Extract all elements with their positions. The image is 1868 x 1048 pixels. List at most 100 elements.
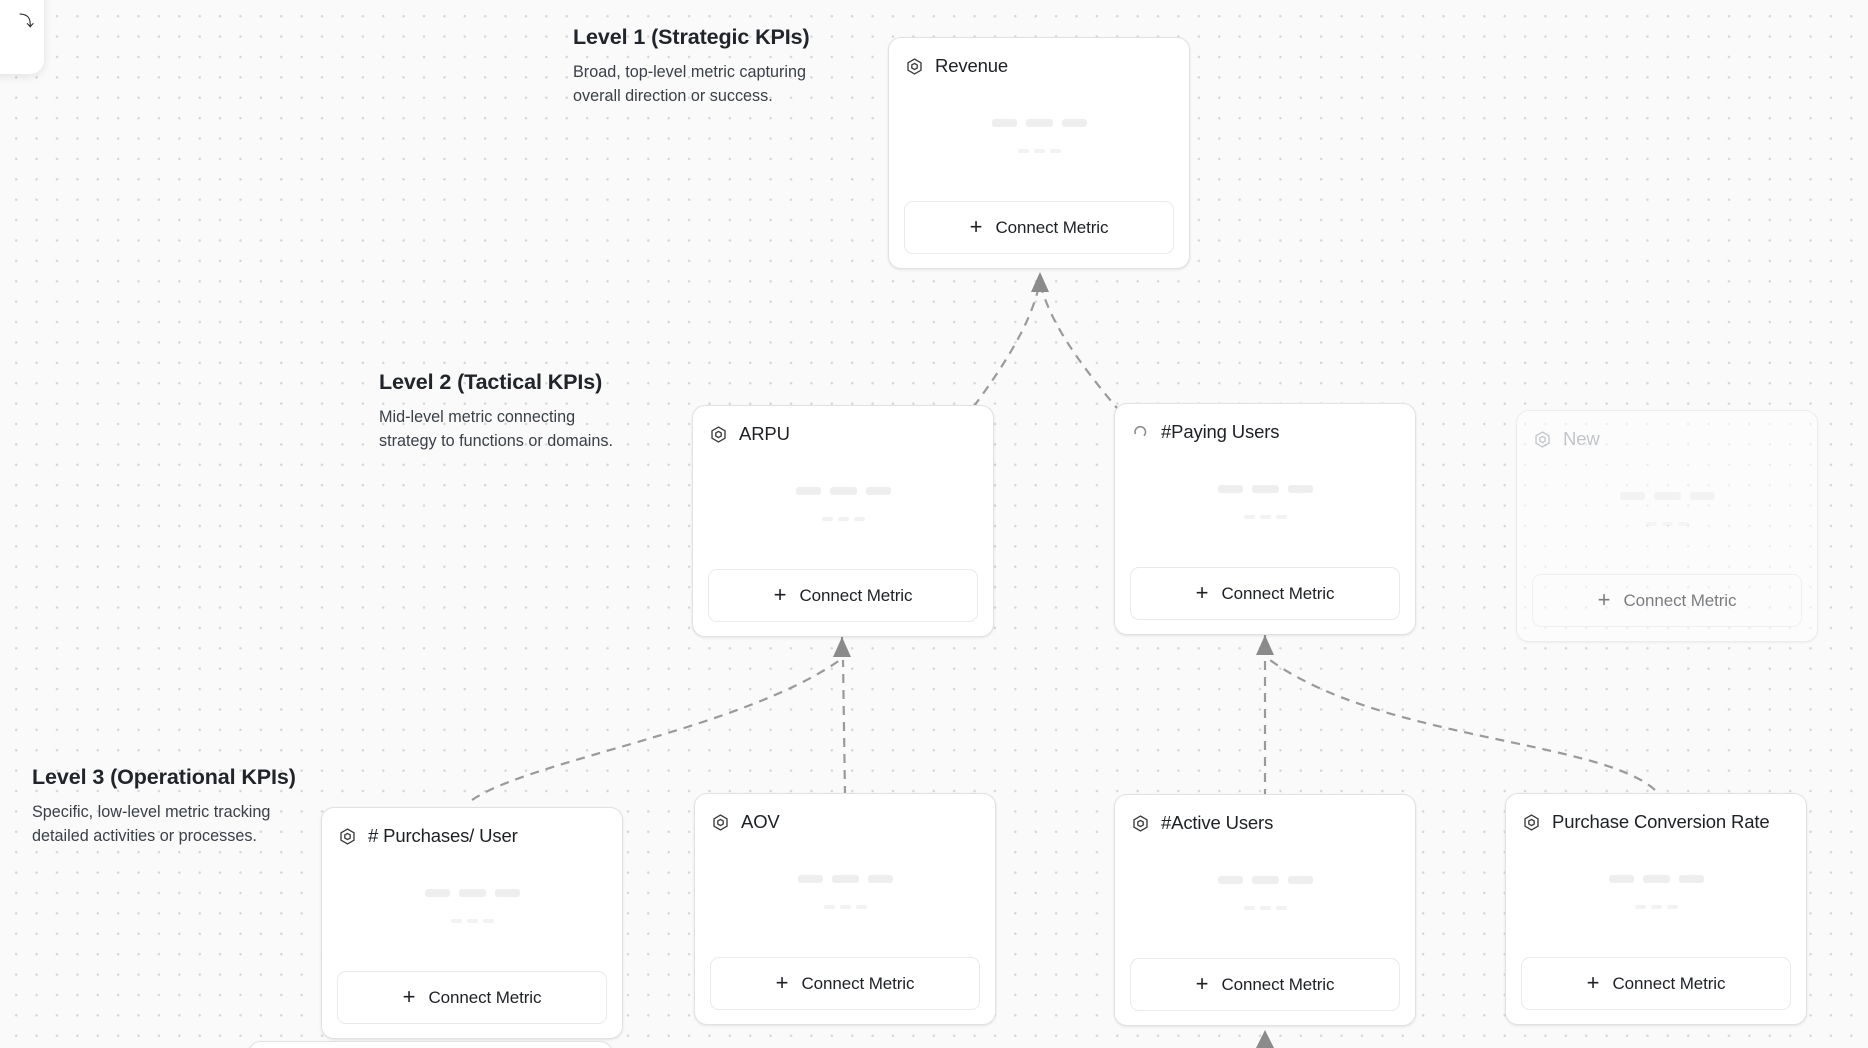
skeleton-row-primary <box>795 487 891 495</box>
hexagon-icon <box>904 56 924 76</box>
skeleton-bar <box>494 889 520 897</box>
skeleton-bar <box>1217 485 1243 493</box>
skeleton-bar <box>795 487 821 495</box>
card-skeleton-body <box>1130 836 1400 958</box>
skeleton-bar-small <box>1243 515 1255 519</box>
skeleton-row-secondary <box>823 905 867 909</box>
metric-card-new[interactable]: New + Connect Metric <box>1516 410 1818 642</box>
skeleton-row-secondary <box>1634 905 1678 909</box>
level-2-title: Level 2 (Tactical KPIs) <box>379 370 603 394</box>
metric-card-purchases-per-user[interactable]: # Purchases/ User + Connect Metric <box>321 807 623 1039</box>
level-2-description: Mid-level metric connecting strategy to … <box>379 406 613 453</box>
metric-card-aov[interactable]: AOV + Connect Metric <box>694 793 996 1025</box>
skeleton-bar-small <box>821 517 833 521</box>
skeleton-bar-small <box>1650 905 1662 909</box>
skeleton-bar <box>1678 875 1704 883</box>
plus-icon: + <box>1195 579 1209 605</box>
plus-icon: + <box>1586 969 1600 995</box>
metric-card-revenue[interactable]: Revenue + Connect Metric <box>888 37 1190 269</box>
level-2-desc-line-2: strategy to functions or domains. <box>379 431 613 450</box>
skeleton-bar <box>1025 119 1053 127</box>
skeleton-bar-small <box>1017 149 1029 153</box>
card-skeleton-body <box>710 835 980 957</box>
skeleton-row-secondary <box>450 919 494 923</box>
skeleton-row-primary <box>991 119 1087 127</box>
plus-icon: + <box>402 983 416 1009</box>
card-skeleton-body <box>904 79 1174 201</box>
skeleton-bar <box>1619 492 1645 500</box>
card-title: Purchase Conversion Rate <box>1552 811 1770 832</box>
metric-card-purchase-conversion-rate[interactable]: Purchase Conversion Rate + Connect Metri… <box>1505 793 1807 1025</box>
connect-metric-button[interactable]: + Connect Metric <box>710 957 980 1010</box>
skeleton-bar-small <box>1666 905 1678 909</box>
connect-metric-button[interactable]: + Connect Metric <box>708 569 978 622</box>
skeleton-bar-small <box>823 905 835 909</box>
skeleton-bar <box>1608 875 1634 883</box>
plus-icon: + <box>969 213 983 239</box>
card-skeleton-body <box>337 849 607 971</box>
skeleton-bar-small <box>1033 149 1045 153</box>
connect-metric-label: Connect Metric <box>1612 973 1726 993</box>
connect-metric-button[interactable]: + Connect Metric <box>337 971 607 1024</box>
card-header: #Paying Users <box>1130 419 1400 445</box>
connect-metric-label: Connect Metric <box>799 585 913 605</box>
skeleton-bar-small <box>1677 522 1689 526</box>
skeleton-bar-small <box>853 517 865 521</box>
metric-card-arpu[interactable]: ARPU + Connect Metric <box>692 405 994 637</box>
plus-icon: + <box>1597 586 1611 612</box>
card-skeleton-body <box>1521 835 1791 957</box>
connect-metric-button[interactable]: + Connect Metric <box>1130 567 1400 620</box>
skeleton-bar-small <box>1049 149 1061 153</box>
skeleton-bar <box>1653 492 1681 500</box>
skeleton-row-primary <box>797 875 893 883</box>
skeleton-bar-small <box>1645 522 1657 526</box>
skeleton-row-primary <box>1608 875 1704 883</box>
metric-card-paying-users[interactable]: #Paying Users + Connect Metric <box>1114 403 1416 635</box>
card-header: Purchase Conversion Rate <box>1521 809 1791 835</box>
skeleton-bar <box>797 875 823 883</box>
skeleton-bar <box>829 487 857 495</box>
card-title: # Purchases/ User <box>368 825 518 846</box>
connect-metric-button[interactable]: + Connect Metric <box>1130 958 1400 1011</box>
connect-metric-label: Connect Metric <box>1221 583 1335 603</box>
plus-icon: + <box>1195 970 1209 996</box>
connect-metric-label: Connect Metric <box>1623 590 1737 610</box>
level-1-desc-line-1: Broad, top-level metric capturing <box>573 63 807 81</box>
plus-icon: + <box>773 581 787 607</box>
skeleton-row-secondary <box>1645 522 1689 526</box>
card-header: AOV <box>710 809 980 835</box>
connect-metric-button[interactable]: + Connect Metric <box>904 201 1174 254</box>
skeleton-bar-small <box>1243 906 1255 910</box>
corner-arrow-icon: ⤵ <box>19 13 35 30</box>
metric-card-partial-offscreen[interactable] <box>248 1041 613 1048</box>
skeleton-row-secondary <box>1243 515 1287 519</box>
skeleton-bar-small <box>839 905 851 909</box>
skeleton-bar-small <box>466 919 478 923</box>
level-1-desc-line-2: overall direction or success. <box>573 86 773 105</box>
card-title: ARPU <box>739 423 790 444</box>
card-header: # Purchases/ User <box>337 823 607 849</box>
skeleton-bar-small <box>450 919 462 923</box>
skeleton-row-primary <box>424 889 520 897</box>
level-3-desc-line-2: detailed activities or processes. <box>32 826 257 845</box>
skeleton-bar <box>1287 876 1313 884</box>
skeleton-bar-small <box>1259 515 1271 519</box>
level-1-description: Broad, top-level metric capturing overal… <box>573 61 810 108</box>
skeleton-bar <box>991 119 1017 127</box>
card-header: New <box>1532 426 1802 452</box>
hexagon-icon <box>710 812 730 832</box>
connect-metric-button[interactable]: + Connect Metric <box>1532 574 1802 627</box>
level-2-label: Level 2 (Tactical KPIs) Mid-level metric… <box>379 370 613 453</box>
skeleton-bar <box>1689 492 1715 500</box>
card-skeleton-body <box>1130 445 1400 567</box>
skeleton-bar <box>1217 876 1243 884</box>
skeleton-bar <box>424 889 450 897</box>
metric-card-active-users[interactable]: #Active Users + Connect Metric <box>1114 794 1416 1026</box>
connect-metric-label: Connect Metric <box>1221 974 1335 994</box>
skeleton-row-primary <box>1619 492 1715 500</box>
card-skeleton-body <box>708 447 978 569</box>
plus-icon: + <box>775 969 789 995</box>
corner-panel[interactable]: ⤵ <box>0 0 44 74</box>
connect-metric-button[interactable]: + Connect Metric <box>1521 957 1791 1010</box>
